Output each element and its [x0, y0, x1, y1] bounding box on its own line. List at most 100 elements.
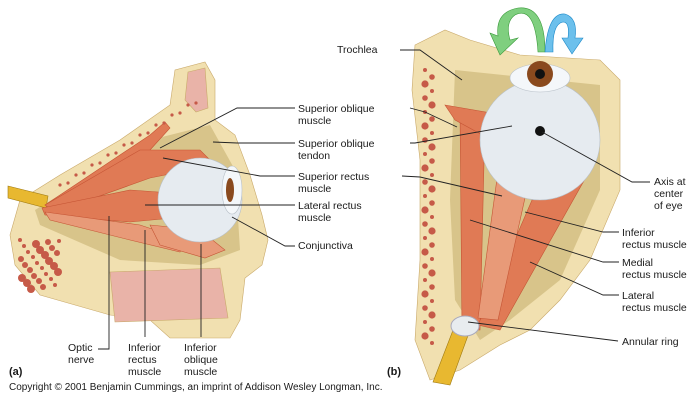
label-line: Lateral — [622, 290, 655, 302]
bone-pore — [44, 272, 48, 276]
copyright-notice: Copyright © 2001 Benjamin Cummings, an i… — [9, 382, 383, 393]
panel-a-letter: (a) — [9, 366, 23, 378]
label-line: muscle — [298, 212, 332, 224]
label-lateral-rectus-muscle-b: Lateral rectus muscle — [622, 290, 687, 314]
bone-pore — [428, 269, 436, 277]
bone-pore — [423, 236, 427, 240]
leader-b-superior-oblique-tendon — [410, 125, 513, 144]
bone-pore — [186, 103, 190, 107]
inferior-rectus-a — [44, 211, 186, 253]
bone-pore — [146, 131, 150, 135]
bone-pore — [430, 257, 434, 261]
eyeball-b — [479, 79, 601, 201]
label-superior-oblique-tendon: Superior oblique tendon — [298, 138, 374, 162]
bone-pore — [138, 133, 142, 137]
leader-inferior-rectus-b — [524, 211, 619, 233]
bone-pore — [54, 250, 60, 256]
label-line: Superior oblique — [298, 103, 375, 115]
bone-pore — [429, 284, 435, 290]
bone-pore — [74, 173, 78, 177]
bone-pore — [26, 250, 30, 254]
bone-pore — [430, 341, 434, 345]
bone-pore — [422, 179, 428, 185]
bone-pore — [53, 283, 57, 287]
label-line: Inferior — [622, 227, 655, 239]
bone-pore — [428, 101, 436, 109]
annular-ring-b — [450, 315, 480, 337]
label-line: Conjunctiva — [298, 240, 353, 252]
label-superior-oblique-muscle: Superior oblique muscle — [298, 103, 374, 127]
label-line: nerve — [68, 354, 95, 366]
bone-pore — [421, 332, 429, 340]
bone-pore — [423, 320, 427, 324]
bone-pore — [428, 143, 436, 151]
panel-a-illustration — [7, 61, 269, 339]
label-line: center — [654, 188, 684, 200]
bone-pore — [429, 326, 435, 332]
bone-pore — [421, 164, 429, 172]
bone-pore — [421, 206, 429, 214]
bone-pore — [45, 257, 53, 265]
bone-pore — [49, 277, 53, 281]
bone-pore — [170, 113, 174, 117]
bone-pore — [422, 263, 428, 269]
bone-pore — [49, 245, 55, 251]
label-line: Axis at — [654, 176, 686, 188]
bone-pore — [423, 194, 427, 198]
bone-pore — [31, 273, 37, 279]
bone-pore — [421, 290, 429, 298]
label-medial-rectus-muscle: Medial rectus muscle — [622, 257, 687, 281]
panel-b-illustration — [411, 7, 621, 386]
bone-pore — [421, 248, 429, 256]
bone-pore — [18, 256, 24, 262]
bone-pore — [66, 181, 70, 185]
bone-pore — [430, 131, 434, 135]
maxillary-sinus — [109, 267, 229, 323]
rotation-arrow-green-icon — [489, 7, 546, 56]
bone-pore — [57, 239, 61, 243]
label-annular-ring: Annular ring — [622, 336, 679, 348]
bone-pore — [27, 285, 35, 293]
bone-pore — [35, 261, 39, 265]
label-line: muscle — [184, 366, 218, 378]
bone-pore — [178, 111, 182, 115]
bone-pore — [430, 89, 434, 93]
label-line: rectus — [128, 354, 157, 366]
bone-pore — [18, 238, 22, 242]
bone-pore — [423, 278, 427, 282]
bone-pore — [422, 221, 428, 227]
leader-superior-rectus — [162, 157, 295, 177]
bone-pore — [428, 227, 436, 235]
leader-superior-oblique-muscle — [159, 107, 295, 149]
label-superior-rectus-muscle: Superior rectus muscle — [298, 171, 369, 195]
bone-pore — [90, 163, 94, 167]
label-line: rectus muscle — [622, 269, 687, 281]
bone-pore — [429, 158, 435, 164]
leader-lateral-rectus-b — [529, 261, 619, 296]
rotation-arrow-blue-icon — [544, 13, 584, 55]
bone-pore — [430, 299, 434, 303]
bone-pore — [114, 151, 118, 155]
panel-b-letter: (b) — [387, 366, 402, 378]
bone-pore — [429, 74, 435, 80]
bone-pore — [429, 116, 435, 122]
bone-pore — [32, 240, 40, 248]
bone-pore — [423, 68, 427, 72]
bone-pore — [22, 244, 26, 248]
leader-annular-ring — [467, 321, 619, 342]
label-inferior-rectus-muscle-b: Inferior rectus muscle — [622, 227, 687, 251]
label-lateral-rectus-muscle: Lateral rectus muscle — [298, 200, 362, 224]
bone-pore — [428, 311, 436, 319]
label-line: Inferior — [184, 342, 217, 354]
bone-pore — [162, 121, 166, 125]
label-line: Optic — [68, 342, 93, 354]
bone-pore — [428, 185, 436, 193]
bone-pore — [422, 305, 428, 311]
bone-pore — [82, 171, 86, 175]
bone-pore — [41, 251, 49, 259]
label-axis-center-eye: Axis at center of eye — [654, 176, 686, 212]
bone-pore — [23, 279, 31, 287]
bone-pore — [429, 242, 435, 248]
